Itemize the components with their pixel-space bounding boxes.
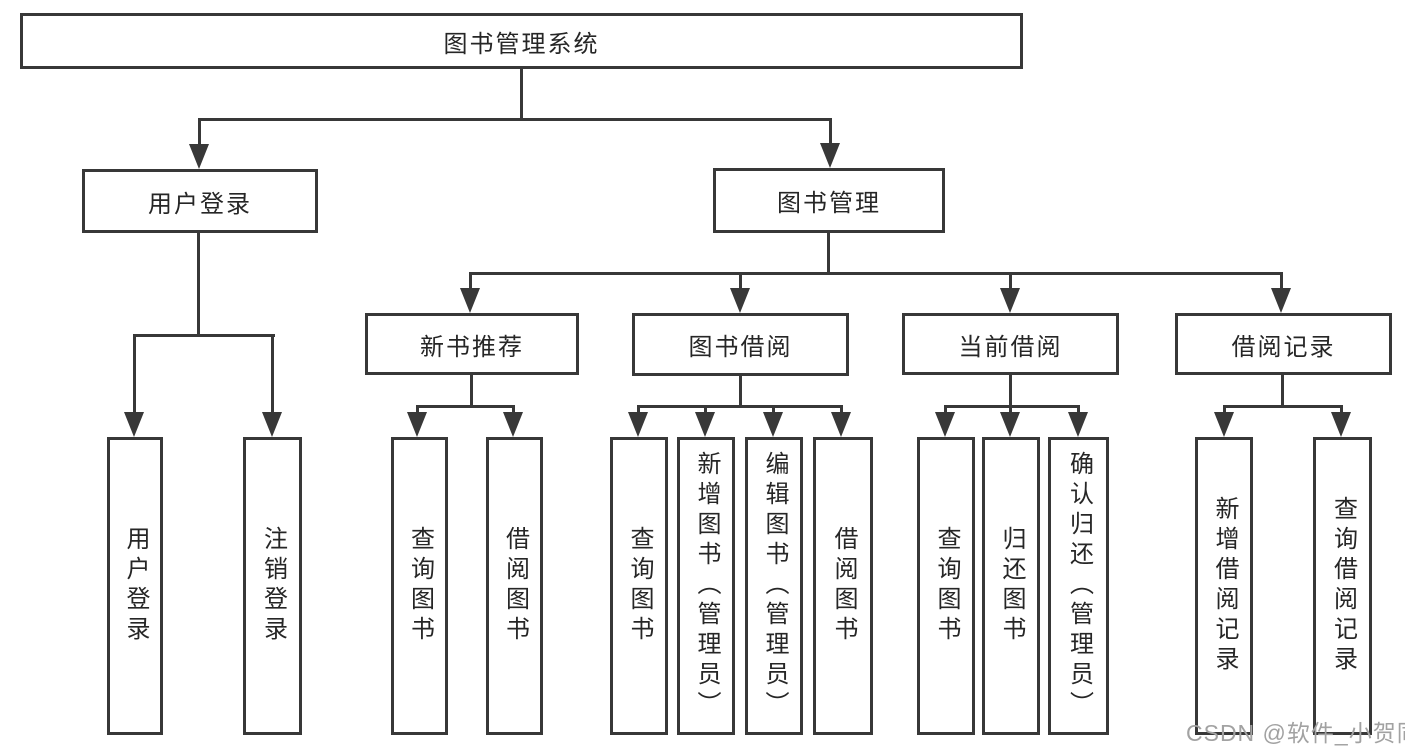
connector-line [827,233,830,275]
leaf-label: 查询图书 [626,526,653,646]
arrow-down-icon [1000,288,1020,313]
leaf-label: 新增借阅记录 [1211,496,1238,676]
connector-line [638,405,843,408]
node-book-management: 图书管理 [713,168,945,233]
connector-line [1009,272,1012,291]
arrow-down-icon [628,412,648,437]
leaf-query-book-current: 查询图书 [917,437,975,735]
connector-line [1340,405,1343,415]
arrow-down-icon [262,412,282,437]
connector-line [470,375,473,408]
node-label: 当前借阅 [958,333,1063,361]
leaf-confirm-return-admin: 确认归还（管理员） [1048,437,1109,735]
connector-line [197,233,200,337]
connector-line [637,405,640,415]
connector-line [1223,405,1226,415]
connector-line [944,405,947,415]
arrow-down-icon [831,412,851,437]
arrow-down-icon [763,412,783,437]
leaf-label: 注销登录 [259,526,287,646]
arrow-down-icon [1331,412,1351,437]
connector-line [133,334,136,414]
leaf-query-borrow-record: 查询借阅记录 [1313,437,1372,735]
node-label: 图书管理系统 [443,30,600,58]
connector-line [840,405,843,415]
arrow-down-icon [695,412,715,437]
connector-line [704,405,707,415]
leaf-label: 用户登录 [122,526,149,646]
node-new-book-recommend: 新书推荐 [365,313,579,375]
arrow-down-icon [503,412,523,437]
connector-line [417,405,515,408]
leaf-label: 新增图书（管理员） [693,451,720,721]
connector-line [1280,272,1283,291]
arrow-down-icon [820,143,840,168]
arrow-down-icon [1000,412,1020,437]
node-label: 用户登录 [148,190,252,218]
arrow-down-icon [1214,412,1234,437]
leaf-user-login: 用户登录 [107,437,163,735]
connector-line [1224,405,1343,408]
leaf-label: 查询图书 [406,526,434,646]
node-library-management-system: 图书管理系统 [20,13,1023,69]
connector-line [134,334,275,337]
csdn-watermark: CSDN @软件_小贺同学 [1186,720,1405,746]
leaf-add-borrow-record: 新增借阅记录 [1195,437,1253,735]
connector-line [1077,405,1080,415]
connector-line [739,376,742,408]
arrow-down-icon [189,144,209,169]
leaf-edit-book-admin: 编辑图书（管理员） [745,437,803,735]
connector-line [520,69,523,119]
arrow-down-icon [407,412,427,437]
arrow-down-icon [1271,288,1291,313]
connector-line [829,118,832,146]
leaf-label: 查询借阅记录 [1329,496,1357,676]
node-label: 新书推荐 [420,333,524,361]
arrow-down-icon [460,288,480,313]
connector-line [739,272,742,291]
node-book-borrowing: 图书借阅 [632,313,849,376]
connector-line [416,405,419,415]
connector-line [512,405,515,415]
leaf-add-book-admin: 新增图书（管理员） [677,437,735,735]
node-current-borrowing: 当前借阅 [902,313,1119,375]
leaf-label: 借阅图书 [830,526,857,646]
arrow-down-icon [1068,412,1088,437]
leaf-label: 编辑图书（管理员） [761,451,788,721]
arrow-down-icon [935,412,955,437]
node-label: 图书借阅 [688,334,793,361]
leaf-borrow-book: 借阅图书 [813,437,873,735]
leaf-query-book-recommend: 查询图书 [391,437,448,735]
node-user-login: 用户登录 [82,169,318,233]
leaf-label: 确认归还（管理员） [1065,451,1093,721]
leaf-return-book: 归还图书 [982,437,1040,735]
leaf-query-book-borrowing: 查询图书 [610,437,668,735]
node-label: 图书管理 [777,190,881,217]
connector-line [945,405,1080,408]
connector-line [1009,375,1012,408]
leaf-label: 借阅图书 [501,526,529,646]
node-label: 借阅记录 [1231,333,1336,361]
leaf-borrow-book-recommend: 借阅图书 [486,437,543,735]
leaf-logout: 注销登录 [243,437,302,735]
node-borrowing-records: 借阅记录 [1175,313,1392,375]
connector-line [772,405,775,415]
connector-line [271,334,274,414]
connector-line [198,118,201,147]
connector-line [469,272,1283,275]
connector-line [1281,375,1284,408]
arrow-down-icon [730,288,750,313]
leaf-label: 归还图书 [998,526,1025,646]
connector-line [469,272,472,291]
arrow-down-icon [124,412,144,437]
connector-line [1009,405,1012,415]
leaf-label: 查询图书 [933,526,960,646]
connector-line [198,118,832,121]
